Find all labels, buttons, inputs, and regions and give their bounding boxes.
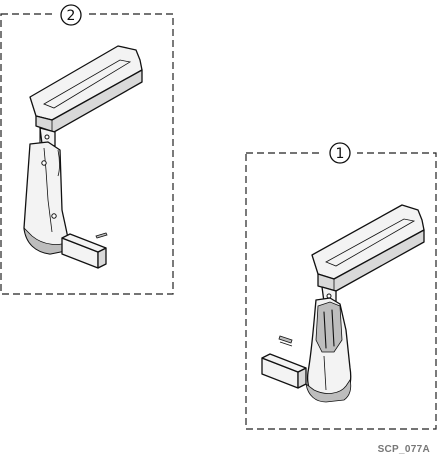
drawing-code: SCP_077A bbox=[378, 444, 430, 455]
armrest-2-group: 2 bbox=[0, 3, 174, 295]
armrest-2-drawing bbox=[23, 45, 143, 269]
armrest-1-drawing bbox=[261, 204, 425, 403]
armrest-2-callout-number: 2 bbox=[67, 8, 76, 24]
armrest-1-group: 1 bbox=[245, 141, 437, 430]
armrest-1-callout-number: 1 bbox=[336, 146, 345, 162]
armrest-2-frame bbox=[0, 13, 174, 295]
armrest-1-callout-circle bbox=[329, 142, 351, 164]
armrest-2-callout-circle bbox=[60, 4, 82, 26]
